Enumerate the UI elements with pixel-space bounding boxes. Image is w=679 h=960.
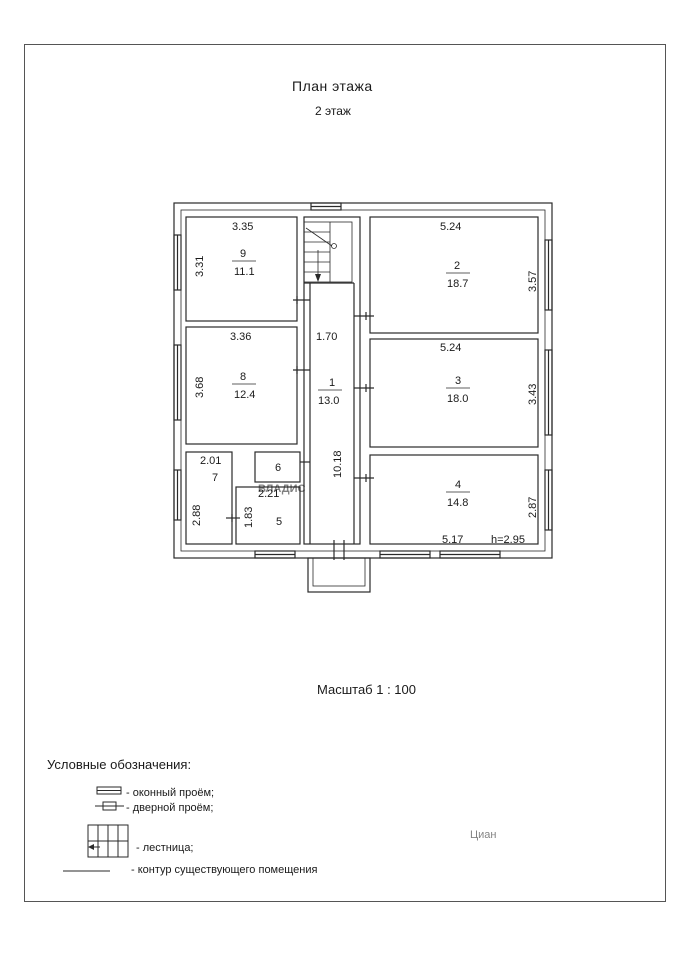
room-1-area: 13.0 <box>318 395 339 407</box>
room-6-outline <box>254 451 301 483</box>
room-9-width: 3.35 <box>232 221 253 233</box>
room-9-height: 3.31 <box>194 256 206 277</box>
room-4-height: 2.87 <box>527 497 539 518</box>
watermark-cian: Циан <box>470 829 496 841</box>
room-1-length: 10.18 <box>332 450 344 478</box>
room-3-width: 5.24 <box>440 342 461 354</box>
door-opening-icon <box>95 801 124 811</box>
room-4-number: 4 <box>455 479 461 491</box>
staircase <box>303 221 353 283</box>
room-7-width: 2.01 <box>200 455 221 467</box>
plan-title: План этажа <box>292 78 373 94</box>
room-4-width: 5.17 <box>442 534 463 546</box>
legend-title: Условные обозначения: <box>47 757 192 772</box>
room-8-outline <box>185 326 298 445</box>
room-7-outline <box>185 451 233 545</box>
legend-stairs-label: - лестница; <box>136 842 194 854</box>
room-7-height: 2.88 <box>191 505 203 526</box>
room-8-area: 12.4 <box>234 389 255 401</box>
room-1-dim: 1.70 <box>316 331 337 343</box>
room-3-number: 3 <box>455 375 461 387</box>
ceiling-height: h=2.95 <box>491 534 525 546</box>
watermark-vladis: ВЛАДИС <box>258 483 305 495</box>
room-4-area: 14.8 <box>447 497 468 509</box>
room-3-area: 18.0 <box>447 393 468 405</box>
drawing-frame <box>24 44 666 902</box>
room-1-number: 1 <box>329 377 335 389</box>
room-2-width: 5.24 <box>440 221 461 233</box>
legend-contour-label: - контур существующего помещения <box>131 864 318 876</box>
room-9-number: 9 <box>240 248 246 260</box>
room-8-width: 3.36 <box>230 331 251 343</box>
room-1-outline <box>303 216 361 545</box>
room-8-number: 8 <box>240 371 246 383</box>
room-9-outline <box>185 216 298 322</box>
room-2-area: 18.7 <box>447 278 468 290</box>
room-2-number: 2 <box>454 260 460 272</box>
scale-label: Масштаб 1 : 100 <box>317 682 416 697</box>
floor-subtitle: 2 этаж <box>315 104 351 118</box>
room-2-outline <box>369 216 539 334</box>
window-opening-icon <box>96 786 122 795</box>
room-7-number: 7 <box>212 472 218 484</box>
room-5-width: 2.21 <box>258 488 279 500</box>
room-3-height: 3.43 <box>527 384 539 405</box>
room-2-height: 3.57 <box>527 271 539 292</box>
room-5-number: 5 <box>276 516 282 528</box>
room-4-outline <box>369 454 539 545</box>
room-6-number: 6 <box>275 462 281 474</box>
room-8-height: 3.68 <box>194 377 206 398</box>
room-9-area: 11.1 <box>234 266 255 278</box>
legend-door-label: - дверной проём; <box>126 802 214 814</box>
staircase-icon <box>87 824 129 858</box>
room-5-outline <box>235 486 301 545</box>
room-5-height: 1.83 <box>243 507 255 528</box>
legend-window-label: - оконный проём; <box>126 787 215 799</box>
room-3-outline <box>369 338 539 448</box>
